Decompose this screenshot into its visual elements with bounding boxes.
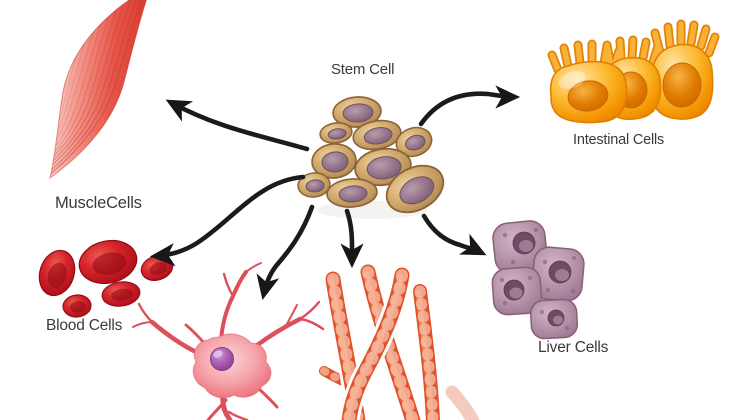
muscle-cells-label: MuscleCells: [55, 194, 142, 212]
stem-cell: [395, 126, 433, 158]
stem-cell: [352, 119, 402, 151]
liver-cell: [491, 266, 543, 316]
stem-cell: [326, 178, 378, 208]
arrow-to-muscle-cells: [165, 99, 310, 152]
neuron-illustration: [132, 262, 325, 420]
liver-cell: [492, 220, 548, 274]
arrow-to-liver-cells: [421, 213, 487, 256]
intestinal-cell: [549, 60, 628, 124]
neuron-nucleus: [210, 347, 234, 371]
stem-cell-cluster-illustration: [297, 96, 445, 219]
liver-cells-illustration: [491, 220, 585, 340]
liver-cell: [529, 298, 579, 340]
intestinal-cells-label: Intestinal Cells: [573, 132, 665, 148]
intestinal-cells-illustration: [547, 19, 720, 124]
arrow-to-blood-cells: [149, 174, 306, 267]
stem-cell: [319, 122, 353, 144]
intestinal-cell: [651, 43, 714, 120]
red-blood-cell: [78, 239, 138, 285]
stem-cell-label: Stem Cell: [331, 61, 395, 78]
arrow-to-muscle-fibers: [340, 208, 364, 269]
neuron-soma: [192, 333, 272, 399]
stem-cell: [311, 143, 357, 179]
liver-cell: [531, 246, 585, 302]
red-blood-cell: [101, 281, 141, 307]
red-blood-cell: [62, 294, 92, 318]
stem-cell: [332, 96, 382, 128]
arrows: [149, 85, 521, 301]
red-blood-cell: [38, 249, 76, 297]
arrow-to-intestinal-cells: [418, 85, 521, 127]
liver-cells-label: Liver Cells: [538, 339, 609, 356]
blood-cells-illustration: [38, 239, 174, 318]
muscle-illustration: [49, 0, 147, 180]
arrow-to-neuron: [256, 204, 315, 301]
blood-cells-label: Blood Cells: [46, 317, 123, 334]
muscle-fiber-illustration: [316, 261, 480, 420]
stem-cell: [385, 164, 445, 214]
stem-cell: [297, 172, 331, 198]
